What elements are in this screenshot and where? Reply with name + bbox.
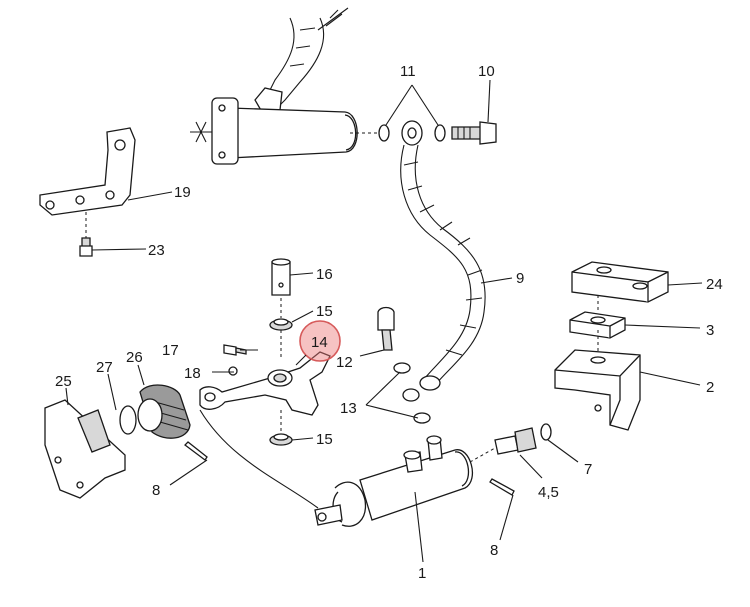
- callout-24: 24: [706, 276, 723, 293]
- bleed-screw: [377, 306, 431, 424]
- callout-23: 23: [148, 242, 165, 259]
- callout-12: 12: [336, 354, 353, 371]
- callout-8-left: 8: [152, 482, 160, 499]
- callout-8-right: 8: [490, 542, 498, 559]
- highlight-marker: [299, 320, 341, 362]
- banjo-fitting: [350, 120, 497, 146]
- split-pins: [184, 441, 515, 496]
- callout-14: 14: [311, 334, 328, 351]
- slave-cylinder: [199, 409, 474, 527]
- callout-15-upper: 15: [316, 303, 333, 320]
- callout-27: 27: [96, 359, 113, 376]
- master-cylinder: [190, 7, 358, 165]
- callout-1: 1: [418, 565, 426, 582]
- mounting-blocks: [554, 261, 669, 431]
- callout-3: 3: [706, 322, 714, 339]
- release-fork: [199, 351, 331, 416]
- brake-hose: [400, 144, 486, 402]
- callout-25: 25: [55, 373, 72, 390]
- callout-2: 2: [706, 379, 714, 396]
- callout-9: 9: [516, 270, 524, 287]
- callout-4-5: 4,5: [538, 484, 559, 501]
- callout-15-lower: 15: [316, 431, 333, 448]
- callout-19: 19: [174, 184, 191, 201]
- callout-18: 18: [184, 365, 201, 382]
- dust-boot: [119, 384, 191, 439]
- callout-13: 13: [340, 400, 357, 417]
- inlet-fitting: [469, 423, 552, 463]
- bracket: [39, 127, 136, 216]
- leader-lines: [65, 79, 703, 563]
- callout-labels: 1 2 3 4,5 7 8 8 9 10 11 12 13 14 15 15 1…: [55, 63, 723, 582]
- callout-16: 16: [316, 266, 333, 283]
- cover-plate: [44, 399, 126, 499]
- callout-26: 26: [126, 349, 143, 366]
- callout-7: 7: [584, 461, 592, 478]
- bolt: [79, 212, 93, 257]
- callout-11: 11: [400, 63, 416, 80]
- pivot-pin: [269, 258, 293, 446]
- callout-17: 17: [162, 342, 179, 359]
- callout-10: 10: [478, 63, 495, 80]
- small-fasteners: [223, 344, 247, 376]
